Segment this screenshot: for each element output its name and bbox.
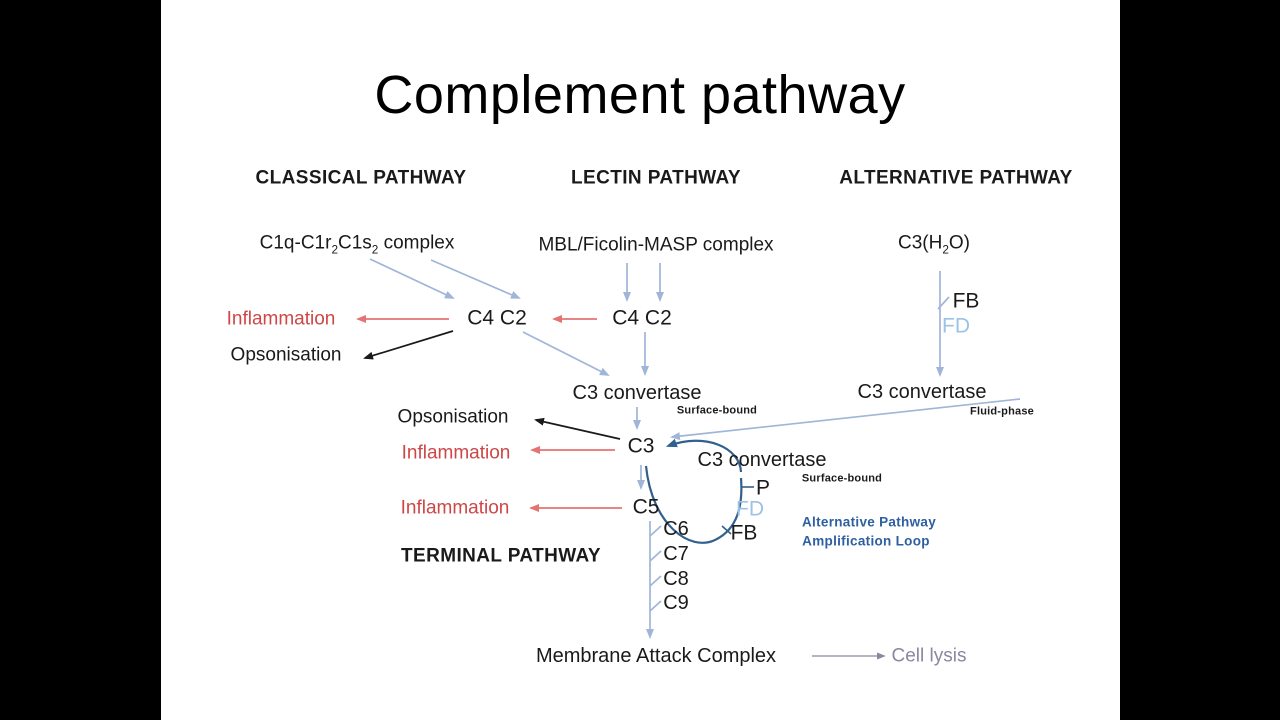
fluid-phase-annotation: Fluid-phase <box>970 405 1034 418</box>
surface-bound-annotation-1: Surface-bound <box>676 404 758 417</box>
cell-lysis-label: Cell lysis <box>891 645 967 667</box>
lectin-pathway-header: LECTIN PATHWAY <box>571 167 741 189</box>
factor-d-label: FD <box>942 314 970 338</box>
inflammation-label-3: Inflammation <box>400 497 510 519</box>
classical-pathway-header: CLASSICAL PATHWAY <box>255 167 467 189</box>
c5-label: C5 <box>632 495 660 519</box>
factor-b-label: FB <box>952 289 980 313</box>
c3-convertase-loop-label: C3 convertase <box>697 449 827 471</box>
alternative-pathway-header: ALTERNATIVE PATHWAY <box>839 167 1073 189</box>
slide-title: Complement pathway <box>374 65 906 125</box>
opsonisation-label-2: Opsonisation <box>397 406 509 428</box>
properdin-label: P <box>755 476 771 500</box>
c8-label: C8 <box>663 568 689 590</box>
factor-b-loop-label: FB <box>730 521 758 545</box>
inflammation-label-1: Inflammation <box>226 308 336 330</box>
c1q-complex-label: C1q-C1r2C1s2 complex <box>259 232 455 257</box>
inflammation-label-2: Inflammation <box>401 442 511 464</box>
c6-label: C6 <box>663 518 689 540</box>
slide-background <box>161 0 1120 720</box>
c9-label: C9 <box>663 592 689 614</box>
lectin-c4c2-label: C4 C2 <box>612 306 672 330</box>
c3-label: C3 <box>627 434 655 458</box>
c7-label: C7 <box>663 543 689 565</box>
c3-convertase-surface-label: C3 convertase <box>572 382 702 404</box>
membrane-attack-complex-label: Membrane Attack Complex <box>535 645 777 667</box>
factor-d-loop-label: FD <box>736 497 764 521</box>
surface-bound-annotation-2: Surface-bound <box>801 472 883 485</box>
terminal-pathway-header: TERMINAL PATHWAY <box>401 545 601 567</box>
amplification-loop-label-line2: Amplification Loop <box>802 533 930 549</box>
mbl-complex-label: MBL/Ficolin-MASP complex <box>538 234 774 256</box>
c3-convertase-fluid-label: C3 convertase <box>857 381 987 403</box>
c3h2o-label: C3(H2O) <box>898 232 970 257</box>
classical-c4c2-label: C4 C2 <box>467 306 527 330</box>
amplification-loop-label-line1: Alternative Pathway <box>802 514 936 530</box>
opsonisation-label-1: Opsonisation <box>230 344 342 366</box>
